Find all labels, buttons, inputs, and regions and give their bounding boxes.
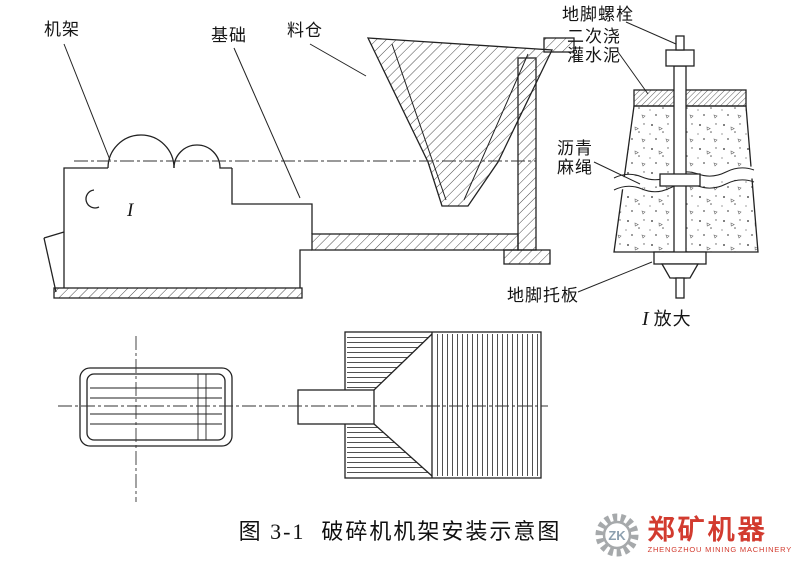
asphalt-rope-line1: 沥青	[557, 139, 593, 158]
centerlines	[58, 160, 548, 502]
detail-view-suffix: 放大	[653, 309, 692, 329]
anchor-bolt-detail	[613, 35, 759, 299]
frame-callout: 机架	[44, 20, 80, 39]
logo-company-name: 郑矿机器	[647, 515, 768, 545]
secondary-grout-line2: 灌水泥	[567, 46, 621, 65]
side-view-crusher	[43, 57, 551, 299]
figure-title: 破碎机机架安装示意图	[321, 519, 562, 544]
company-logo: ZK 郑矿机器 ZHENGZHOU MINING MACHINERY	[593, 511, 792, 559]
plan-view	[79, 331, 542, 479]
hopper-callout: 料仓	[287, 21, 323, 40]
asphalt-rope-line2: 麻绳	[557, 158, 593, 177]
foundation-callout: 基础	[211, 26, 247, 45]
leader-lines	[63, 21, 677, 293]
logo-tagline: ZHENGZHOU MINING MACHINERY	[647, 545, 792, 554]
asphalt-rope-callout: 沥青 麻绳	[557, 139, 593, 177]
hopper-section	[366, 37, 575, 207]
figure-number: 图 3-1	[238, 519, 306, 544]
anchor-plate-callout: 地脚托板	[507, 286, 579, 305]
figure-caption: 图 3-1 破碎机机架安装示意图	[0, 514, 800, 546]
logo-monogram: ZK	[608, 528, 626, 543]
gear-icon: ZK	[595, 513, 639, 557]
secondary-grout-line1: 二次浇	[567, 27, 621, 46]
detail-reference-marker: I	[127, 200, 134, 221]
anchor-bolt-callout: 地脚螺栓	[562, 5, 634, 24]
detail-view-marker: I	[642, 308, 650, 330]
logo-text: 郑矿机器 ZHENGZHOU MINING MACHINERY	[648, 516, 792, 554]
secondary-grout-callout: 二次浇 灌水泥	[567, 27, 621, 65]
